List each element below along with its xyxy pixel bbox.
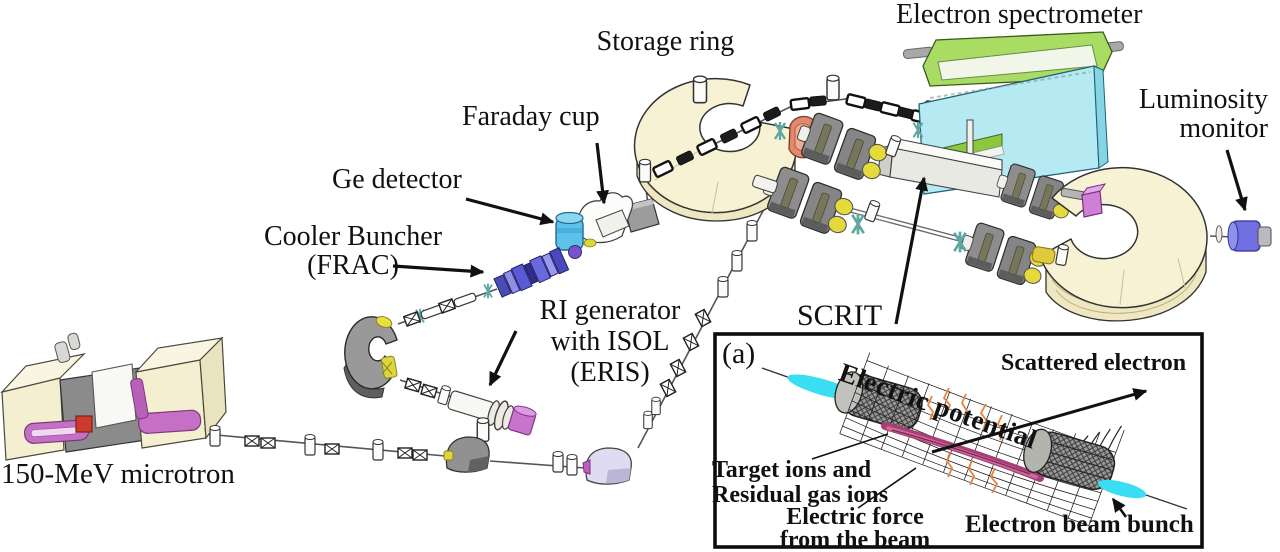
storage-ring-right-dipole	[1039, 166, 1208, 322]
injection-bend-magnet	[582, 447, 632, 485]
faraday-cup-arrow	[595, 142, 610, 205]
electron-beam-bunch-arrow	[1111, 497, 1128, 518]
force-squiggles	[926, 387, 1004, 494]
scattered-electron-arrow	[931, 388, 1148, 454]
eris-model	[404, 377, 537, 443]
label-arrows	[392, 142, 1248, 387]
faraday-cup-model	[577, 158, 660, 248]
eris-bend-magnet	[443, 436, 490, 473]
luminosity-arrow	[1225, 149, 1248, 212]
yellow-lens	[1031, 246, 1056, 265]
frac-bend-magnet	[343, 316, 398, 399]
ge-detector-arrow	[465, 197, 555, 226]
microtron-magnet-coil-right	[138, 409, 202, 434]
scrit-arrow	[894, 176, 929, 325]
microtron-gun	[75, 415, 93, 433]
electron-beam-out	[1097, 479, 1147, 499]
ion-column	[881, 422, 1044, 482]
ring-right-connections	[1031, 183, 1107, 267]
eris-arrow	[488, 330, 518, 387]
ring-top-valve	[826, 74, 840, 101]
luminosity-monitor-model	[1215, 220, 1272, 252]
ge-detector-model	[555, 211, 584, 251]
right-drift-tube	[1023, 428, 1116, 490]
pink-corrector	[1081, 190, 1103, 218]
ring-top-cavity	[692, 75, 708, 104]
inset-frame	[713, 332, 1204, 549]
cooler-buncher-arrow	[392, 264, 485, 278]
beam-axis-out	[1145, 494, 1188, 510]
cooler-buncher-model	[403, 245, 582, 327]
electric-force-pointer-line	[857, 467, 917, 509]
microtron-model	[0, 332, 227, 461]
target-ions-pointer-line	[811, 433, 889, 460]
inset-panel	[713, 332, 1204, 549]
ring-supports	[751, 120, 968, 254]
